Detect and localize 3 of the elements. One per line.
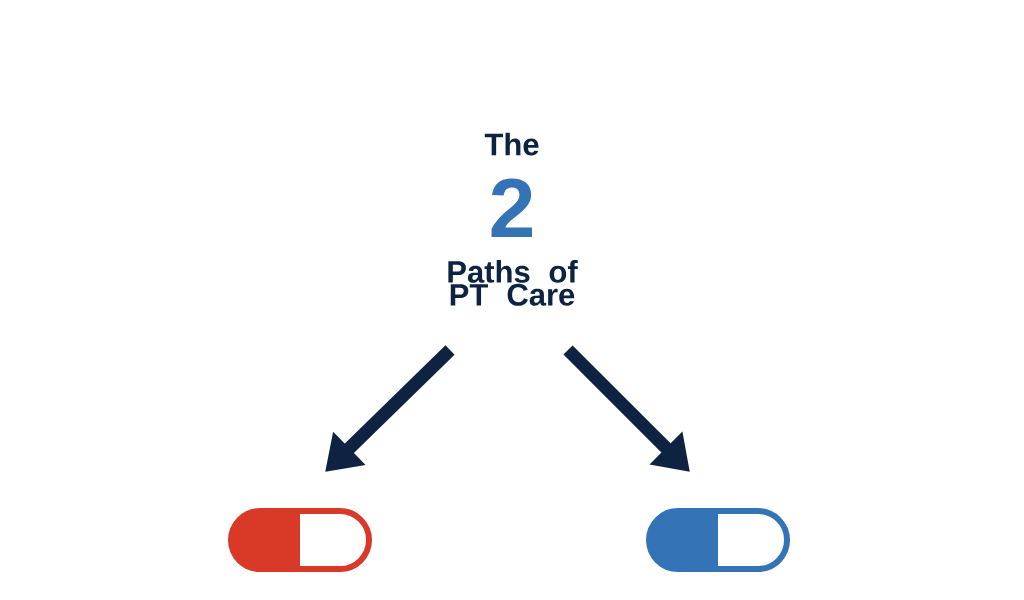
capsule-icon — [228, 508, 372, 572]
heading-text: The 2 Paths of PT Care — [448, 132, 578, 306]
capsule-icon — [646, 508, 790, 572]
